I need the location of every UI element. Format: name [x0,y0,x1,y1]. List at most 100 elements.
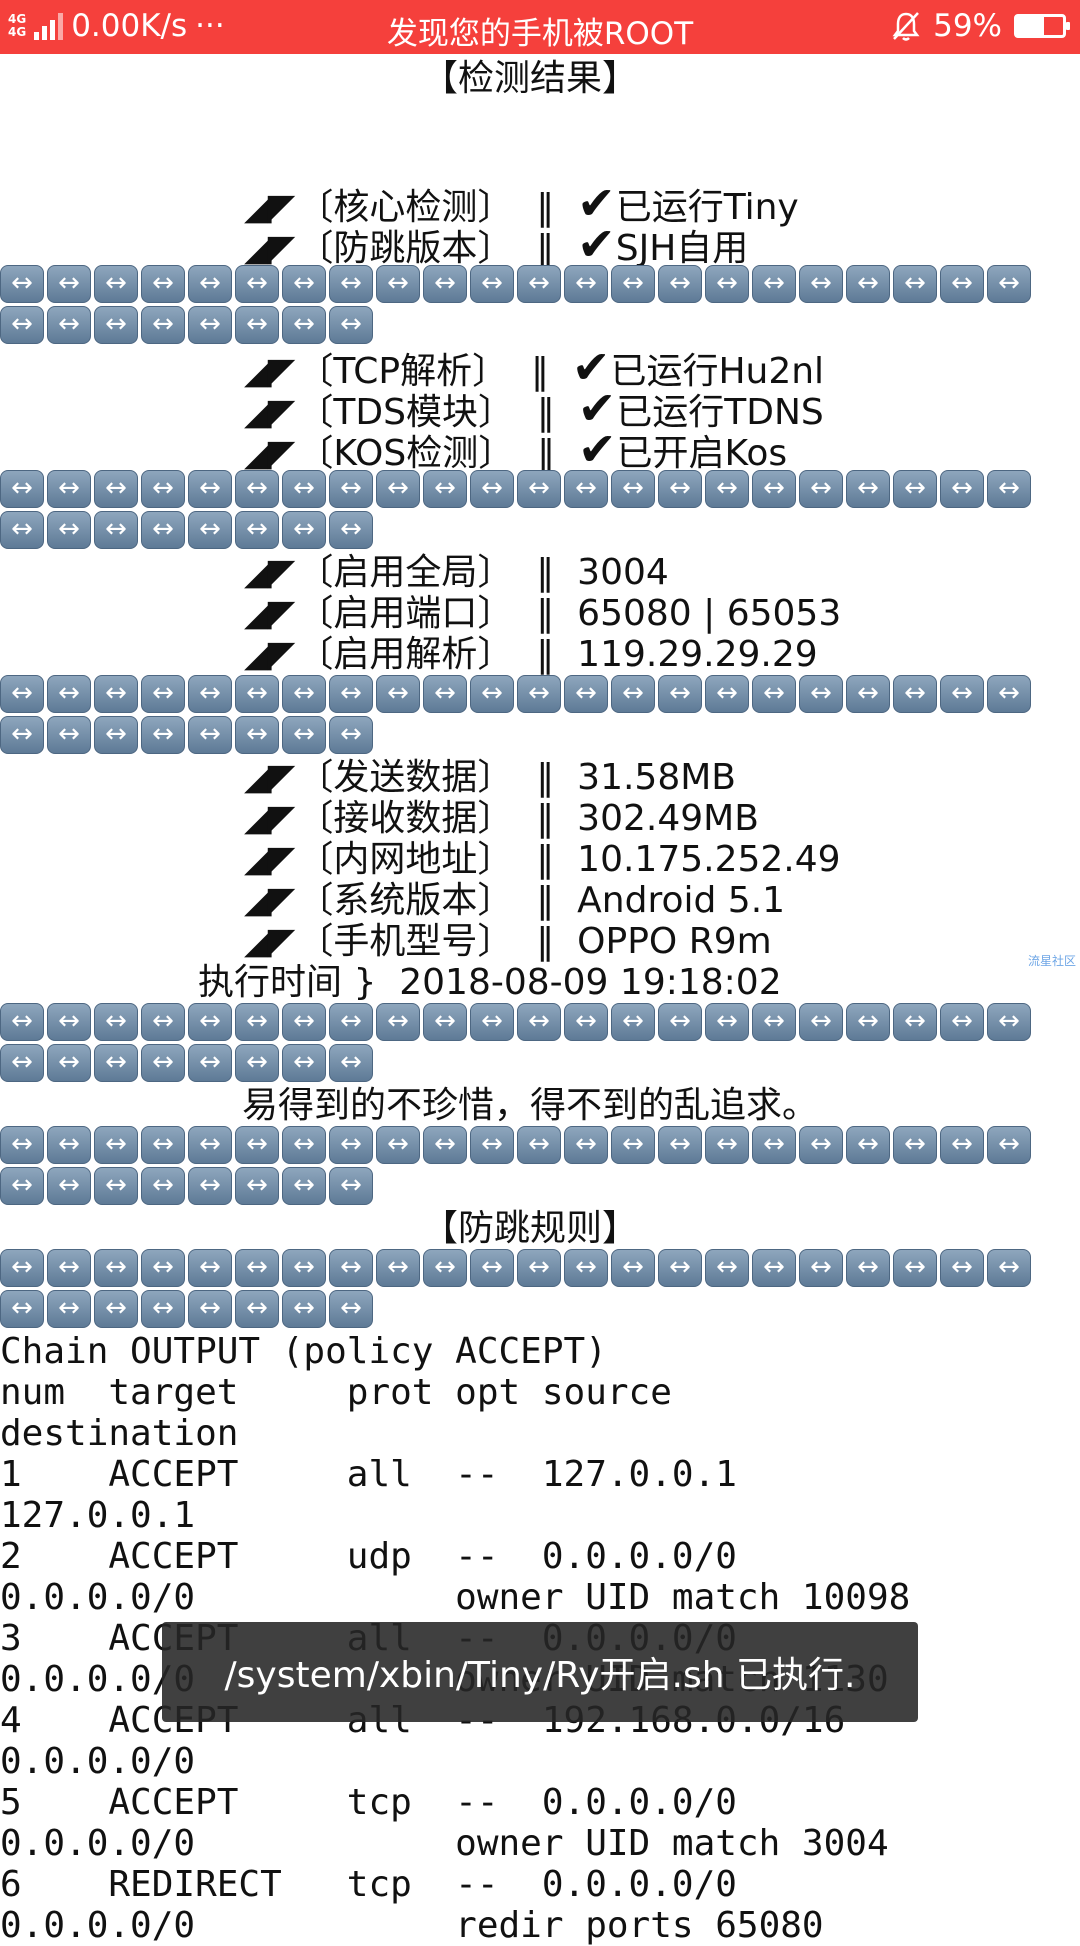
left-right-arrow-icon: ↔ [0,265,44,303]
left-right-arrow-icon: ↔ [517,470,561,508]
left-right-arrow-icon: ↔ [0,1249,44,1287]
left-right-arrow-icon: ↔ [893,470,937,508]
left-right-arrow-icon: ↔ [799,265,843,303]
left-right-arrow-icon: ↔ [799,1126,843,1164]
left-right-arrow-icon: ↔ [799,470,843,508]
left-right-arrow-icon: ↔ [846,265,890,303]
terminal-line: 1 ACCEPT all -- 127.0.0.1 [0,1454,737,1495]
left-right-arrow-icon: ↔ [893,1126,937,1164]
left-right-arrow-icon: ↔ [47,1167,91,1205]
left-right-arrow-icon: ↔ [987,1003,1031,1041]
info-label: 〔手机型号〕 [297,921,514,962]
left-right-arrow-icon: ↔ [141,511,185,549]
battery-icon [1014,14,1070,38]
left-right-arrow-icon: ↔ [376,1126,420,1164]
info-value: 302.49MB [577,798,759,839]
bullet-icon: ◢◤ [244,351,295,392]
left-right-arrow-icon: ↔ [705,265,749,303]
results-header: 【检测结果】 [421,58,638,99]
left-right-arrow-icon: ↔ [47,675,91,713]
left-right-arrow-icon: ↔ [705,1003,749,1041]
left-right-arrow-icon: ↔ [705,1249,749,1287]
left-right-arrow-icon: ↔ [752,1249,796,1287]
terminal-line: 2 ACCEPT udp -- 0.0.0.0/0 [0,1536,737,1577]
left-right-arrow-icon: ↔ [282,306,326,344]
left-right-arrow-icon: ↔ [235,1126,279,1164]
left-right-arrow-icon: ↔ [188,1290,232,1328]
bullet-icon: ◢◤ [244,552,295,593]
left-right-arrow-icon: ↔ [799,675,843,713]
left-right-arrow-icon: ↔ [282,1290,326,1328]
left-right-arrow-icon: ↔ [188,265,232,303]
left-right-arrow-icon: ↔ [0,675,44,713]
left-right-arrow-icon: ↔ [94,1290,138,1328]
left-right-arrow-icon: ↔ [329,716,373,754]
info-value: OPPO R9m [577,921,772,962]
bullet-icon: ◢◤ [244,798,295,839]
left-right-arrow-icon: ↔ [47,265,91,303]
status-title: 发现您的手机被ROOT [386,16,694,52]
left-right-arrow-icon: ↔ [611,675,655,713]
bullet-icon: ◢◤ [244,593,295,634]
left-right-arrow-icon: ↔ [47,1044,91,1082]
left-right-arrow-icon: ↔ [329,1290,373,1328]
left-right-arrow-icon: ↔ [752,1126,796,1164]
battery-percent: 59% [933,8,1002,44]
left-right-arrow-icon: ↔ [0,1167,44,1205]
info-label: 〔发送数据〕 [297,757,514,798]
left-right-arrow-icon: ↔ [846,1003,890,1041]
left-right-arrow-icon: ↔ [705,1126,749,1164]
left-right-arrow-icon: ↔ [282,1126,326,1164]
network-type-top: 4G [8,12,27,26]
left-right-arrow-icon: ↔ [0,1003,44,1041]
left-right-arrow-icon: ↔ [47,1003,91,1041]
info-row-dns: ◢◤〔启用解析〕 ‖ 119.29.29.29 [244,634,818,675]
separator-icon: ‖ [536,634,555,675]
info-label: 〔防跳版本〕 [297,228,514,269]
left-right-arrow-icon: ↔ [94,1167,138,1205]
info-row-tcp: ◢◤〔TCP解析〕 ‖ ✔已运行Hu2nl [244,344,824,392]
left-right-arrow-icon: ↔ [0,716,44,754]
left-right-arrow-icon: ↔ [188,470,232,508]
left-right-arrow-icon: ↔ [564,470,608,508]
separator-icon: ‖ [536,757,555,798]
left-right-arrow-icon: ↔ [188,1044,232,1082]
left-right-arrow-icon: ↔ [94,1126,138,1164]
info-value: 31.58MB [577,757,736,798]
check-icon: ✔ [577,381,617,435]
left-right-arrow-icon: ↔ [329,511,373,549]
separator-icon: ‖ [536,593,555,634]
left-right-arrow-icon: ↔ [94,675,138,713]
left-right-arrow-icon: ↔ [423,675,467,713]
left-right-arrow-icon: ↔ [517,675,561,713]
left-right-arrow-icon: ↔ [94,716,138,754]
left-right-arrow-icon: ↔ [282,1167,326,1205]
status-right: 59% [891,8,1070,44]
left-right-arrow-icon: ↔ [188,1126,232,1164]
terminal-line: 5 ACCEPT tcp -- 0.0.0.0/0 [0,1782,737,1823]
info-label: 〔核心检测〕 [297,187,514,228]
check-icon: ✔ [577,217,616,271]
terminal-line: 6 REDIRECT tcp -- 0.0.0.0/0 [0,1864,737,1905]
info-value: 119.29.29.29 [577,634,818,675]
separator-icon: ‖ [536,839,555,880]
left-right-arrow-icon: ↔ [94,1003,138,1041]
left-right-arrow-icon: ↔ [376,1249,420,1287]
left-right-arrow-icon: ↔ [47,1290,91,1328]
arrow-divider: ↔↔↔↔↔↔↔↔↔↔↔↔↔↔↔↔↔↔↔↔↔↔↔↔↔↔↔↔↔↔ [0,468,1040,550]
left-right-arrow-icon: ↔ [987,1126,1031,1164]
left-right-arrow-icon: ↔ [141,1003,185,1041]
left-right-arrow-icon: ↔ [235,675,279,713]
left-right-arrow-icon: ↔ [517,1003,561,1041]
left-right-arrow-icon: ↔ [141,265,185,303]
left-right-arrow-icon: ↔ [940,1126,984,1164]
left-right-arrow-icon: ↔ [282,470,326,508]
left-right-arrow-icon: ↔ [282,1249,326,1287]
left-right-arrow-icon: ↔ [517,1249,561,1287]
bullet-icon: ◢◤ [244,839,295,880]
left-right-arrow-icon: ↔ [423,265,467,303]
arrow-divider: ↔↔↔↔↔↔↔↔↔↔↔↔↔↔↔↔↔↔↔↔↔↔↔↔↔↔↔↔↔↔ [0,263,1040,345]
left-right-arrow-icon: ↔ [188,1249,232,1287]
left-right-arrow-icon: ↔ [376,675,420,713]
quote-text: 易得到的不珍惜，得不到的乱追求。 [241,1085,818,1126]
